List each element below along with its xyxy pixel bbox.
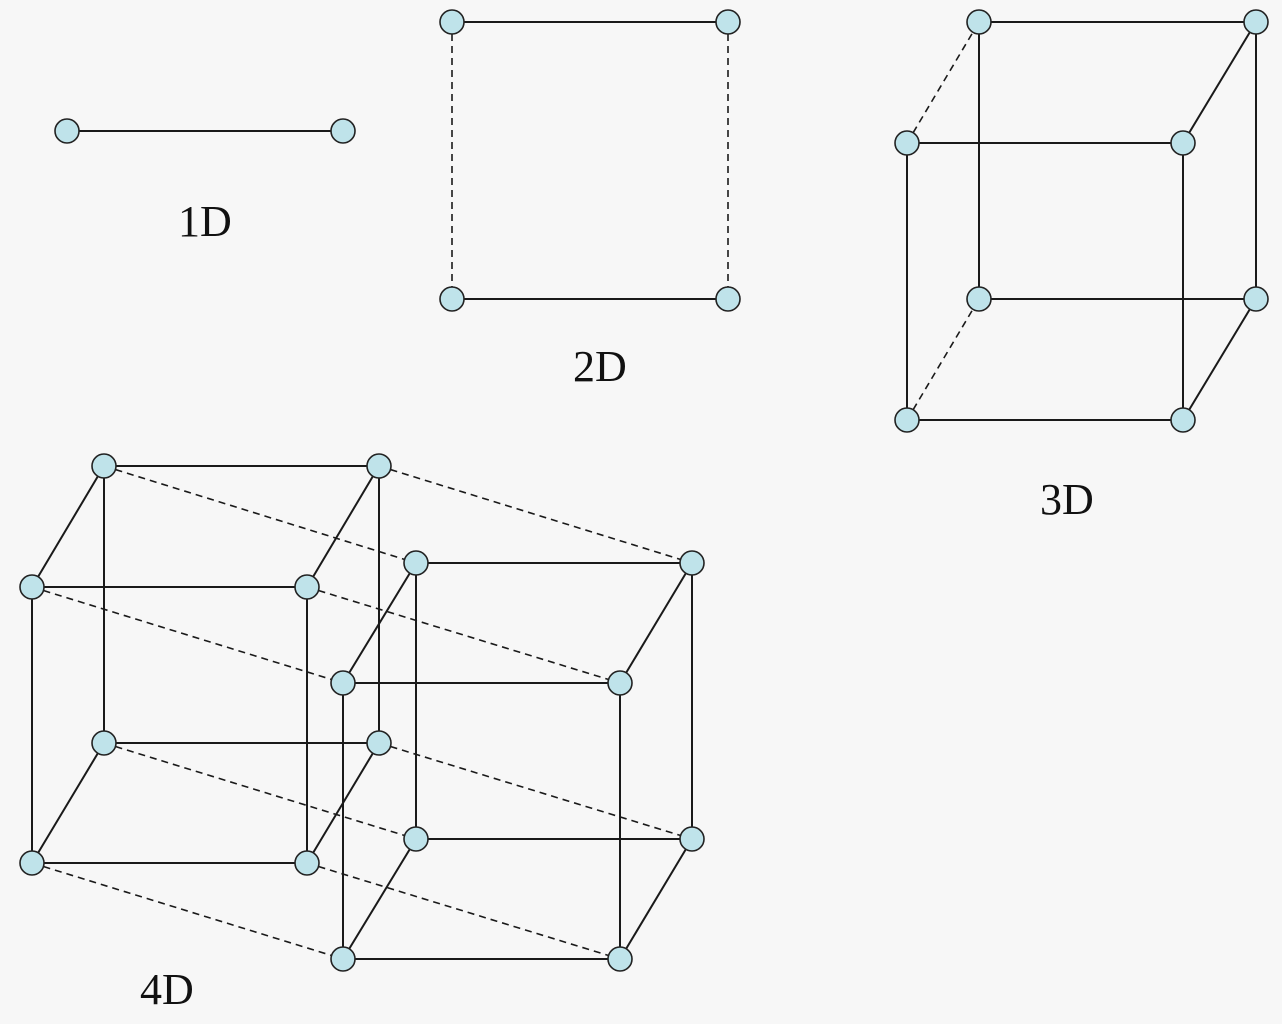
vertex-4d [91, 453, 117, 479]
vertex-4d [607, 670, 633, 696]
edge-3d [1182, 21, 1257, 144]
vertex-2d [715, 9, 741, 35]
figure-4d [19, 453, 705, 972]
edge-4d [342, 562, 417, 684]
vertex-3d [1170, 407, 1196, 433]
dashed-edge-4d [378, 742, 693, 840]
vertex-4d [91, 730, 117, 756]
vertex-1d [330, 118, 356, 144]
dashed-edge-4d [31, 586, 344, 684]
label-2d: 2D [573, 342, 627, 391]
vertex-4d [679, 826, 705, 852]
vertex-2d [439, 9, 465, 35]
vertex-3d [1170, 130, 1196, 156]
dashed-edge-3d [906, 21, 980, 144]
vertex-4d [330, 670, 356, 696]
vertex-4d [330, 946, 356, 972]
vertex-4d [294, 574, 320, 600]
vertex-3d [894, 130, 920, 156]
figure-3d [894, 9, 1269, 433]
vertex-3d [1243, 286, 1269, 312]
vertex-3d [1243, 9, 1269, 35]
edge-4d [619, 838, 693, 960]
edge-3d [1182, 298, 1257, 421]
vertex-3d [966, 286, 992, 312]
vertex-4d [607, 946, 633, 972]
dashed-edge-4d [306, 586, 621, 684]
edge-4d [31, 465, 105, 588]
dashed-edge-4d [378, 465, 693, 564]
vertex-4d [679, 550, 705, 576]
dashed-edge-4d [306, 862, 621, 960]
vertex-4d [19, 574, 45, 600]
edge-4d [31, 742, 105, 864]
figure-2d [439, 9, 741, 312]
edge-4d [342, 838, 417, 960]
vertex-4d [366, 453, 392, 479]
vertex-4d [19, 850, 45, 876]
edge-4d [306, 465, 380, 588]
label-1d: 1D [178, 197, 232, 246]
label-3d: 3D [1040, 475, 1094, 524]
dashed-edge-4d [31, 862, 344, 960]
vertex-4d [403, 550, 429, 576]
dashed-edge-4d [103, 465, 417, 564]
vertex-4d [366, 730, 392, 756]
vertex-4d [294, 850, 320, 876]
figure-1d [54, 118, 356, 144]
dashed-edge-4d [103, 742, 417, 840]
vertex-2d [715, 286, 741, 312]
vertex-1d [54, 118, 80, 144]
vertex-3d [894, 407, 920, 433]
vertex-2d [439, 286, 465, 312]
label-4d: 4D [140, 965, 194, 1014]
vertex-3d [966, 9, 992, 35]
dashed-edge-3d [906, 298, 980, 421]
vertex-4d [403, 826, 429, 852]
edge-4d [619, 562, 693, 684]
